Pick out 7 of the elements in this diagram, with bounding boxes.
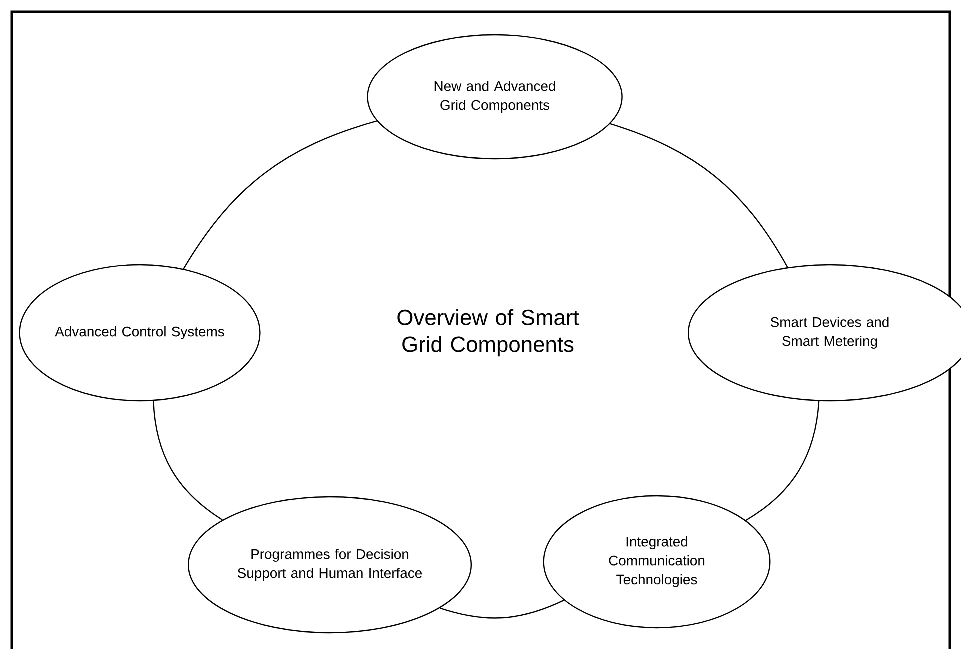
node-label: Smart Devices and Smart Metering [770, 317, 889, 349]
connecting-arc [440, 600, 564, 619]
connecting-arc [183, 120, 378, 270]
connecting-arc [746, 401, 820, 522]
connecting-arc [610, 123, 788, 268]
connecting-arc [153, 401, 223, 521]
diagram-title: Overview of Smart Grid Components [398, 309, 580, 357]
